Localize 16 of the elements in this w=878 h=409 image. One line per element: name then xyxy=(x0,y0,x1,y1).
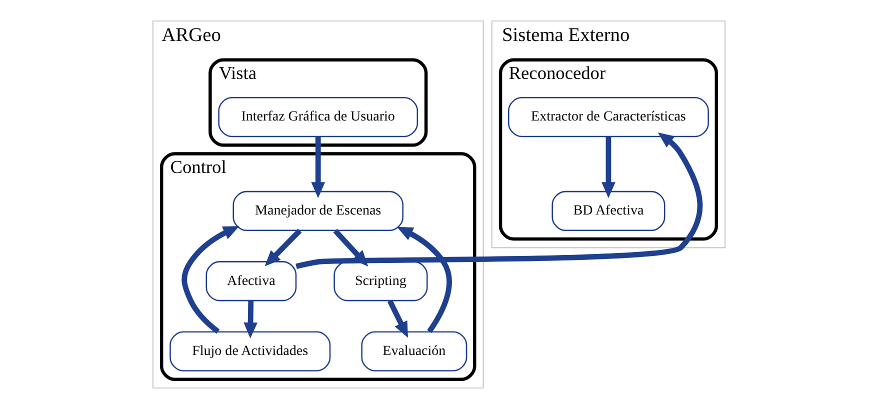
node-box: Evaluación xyxy=(361,331,468,372)
arrow xyxy=(244,300,258,338)
node-box: BD Afectiva xyxy=(552,190,666,232)
node-box: Extractor de Características xyxy=(508,96,709,138)
arrow xyxy=(296,132,703,269)
node-box: Manejador de Escenas xyxy=(232,190,404,232)
node-box: Flujo de Actividades xyxy=(170,331,331,372)
arrow xyxy=(333,228,368,266)
arrow xyxy=(602,136,616,198)
node-box: Interfaz Gráfica de Usuario xyxy=(218,96,418,138)
arrow xyxy=(264,228,302,266)
node-box: Scripting xyxy=(334,261,428,302)
node-box: Afectiva xyxy=(206,261,297,302)
arrow xyxy=(311,136,326,198)
arrow xyxy=(387,300,408,338)
arrow xyxy=(396,226,452,334)
